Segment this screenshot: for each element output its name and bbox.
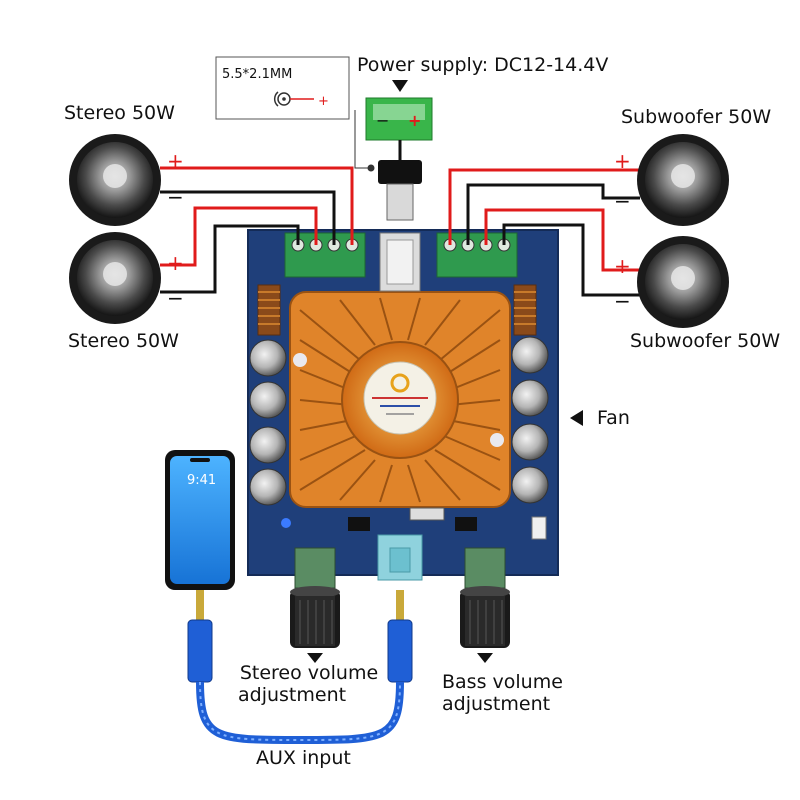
jack-spec-box bbox=[215, 56, 350, 120]
power-terminal-minus: − bbox=[376, 111, 390, 130]
heatsink bbox=[289, 291, 511, 508]
jack-spec-label: 5.5*2.1MM bbox=[222, 67, 293, 82]
polarity-plus-stereo-bottom: + bbox=[167, 251, 184, 275]
capacitors bbox=[249, 336, 549, 506]
stereo-top-label: Stereo 50W bbox=[64, 102, 175, 124]
polarity-minus-stereo-bottom: − bbox=[167, 286, 184, 310]
polarity-plus-sub-bottom: + bbox=[614, 254, 631, 278]
polarity-minus-stereo-top: − bbox=[167, 185, 184, 209]
polarity-plus-stereo-top: + bbox=[167, 149, 184, 173]
aux-input-label: AUX input bbox=[256, 747, 351, 769]
speaker-stereo-top bbox=[69, 134, 161, 226]
jack-plus-label: + bbox=[318, 94, 329, 109]
fan-pointer-arrow bbox=[570, 410, 583, 426]
bass-volume-knob[interactable] bbox=[460, 586, 510, 663]
subwoofer-bottom-label: Subwoofer 50W bbox=[630, 330, 781, 352]
stereo-volume-label: Stereo volume adjustment bbox=[238, 662, 379, 706]
power-terminal bbox=[365, 80, 433, 141]
power-supply-label: Power supply: DC12-14.4V bbox=[357, 54, 609, 76]
power-plug bbox=[378, 140, 422, 221]
polarity-plus-sub-top: + bbox=[614, 149, 631, 173]
phone-time: 9:41 bbox=[187, 473, 217, 488]
fan-label: Fan bbox=[597, 407, 630, 429]
amplifier-board bbox=[247, 229, 559, 589]
speaker-wires bbox=[160, 166, 640, 297]
speaker-subwoofer-bottom bbox=[637, 236, 729, 328]
speaker-subwoofer-top bbox=[637, 134, 729, 226]
smartphone bbox=[165, 450, 235, 590]
stereo-bottom-label: Stereo 50W bbox=[68, 330, 179, 352]
subwoofer-top-label: Subwoofer 50W bbox=[621, 106, 772, 128]
speaker-stereo-bottom bbox=[69, 232, 161, 324]
bass-volume-label: Bass volume adjustment bbox=[442, 671, 563, 715]
polarity-minus-sub-top: − bbox=[614, 189, 631, 213]
power-terminal-plus: + bbox=[408, 111, 422, 130]
stereo-volume-knob[interactable] bbox=[290, 586, 340, 663]
polarity-minus-sub-bottom: − bbox=[614, 289, 631, 313]
aux-cable bbox=[187, 590, 413, 745]
